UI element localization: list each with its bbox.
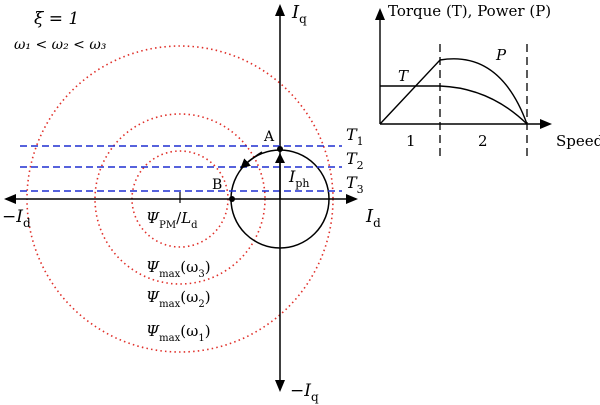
- inset-y-arrow: [375, 8, 385, 20]
- id-neg-label: −Id: [2, 207, 31, 230]
- inset-torque-curve: [380, 85, 528, 125]
- iq-axis-arrow-bottom: [275, 380, 285, 392]
- circle-label-omega3: Ψmax(ω3): [146, 258, 211, 280]
- inset-region-1-label: 1: [406, 132, 416, 150]
- circle-label-omega1: Ψmax(ω1): [146, 322, 211, 344]
- iph-label: Iph: [288, 167, 309, 190]
- id-axis-arrow-right: [346, 194, 358, 204]
- inset-chart: Torque (T), Power (P) Speed T P 1 2: [375, 2, 600, 160]
- t3-label: T3: [346, 173, 364, 196]
- id-axis-arrow-left: [4, 194, 16, 204]
- iq-axis-arrow-top: [275, 4, 285, 16]
- inset-power-curve: [379, 58, 528, 125]
- inset-region-2-label: 2: [478, 132, 488, 150]
- inset-x-label: Speed: [556, 132, 600, 150]
- center-label: ΨPM/Ld: [146, 209, 198, 231]
- omega-order-label: ω₁ < ω₂ < ω₃: [14, 37, 107, 53]
- id-pos-label: Id: [365, 206, 381, 230]
- iq-neg-label: −Iq: [290, 381, 319, 404]
- trajectory-arc-arrow: [240, 151, 263, 169]
- t1-label: T1: [346, 125, 364, 148]
- torque-lines: [20, 145, 342, 192]
- iq-pos-label: Iq: [291, 2, 307, 26]
- inset-curve-t-label: T: [398, 67, 409, 85]
- inset-curve-p-label: P: [495, 46, 507, 64]
- point-a-dot: [277, 146, 283, 152]
- circle-label-omega2: Ψmax(ω2): [146, 288, 211, 310]
- point-a-label: A: [263, 129, 275, 145]
- inset-x-arrow: [540, 119, 552, 129]
- inset-y-label: Torque (T), Power (P): [388, 2, 551, 20]
- point-b-label: B: [212, 177, 222, 193]
- xi-label: ξ = 1: [34, 9, 79, 29]
- point-b-dot: [229, 196, 235, 202]
- t2-label: T2: [346, 149, 364, 172]
